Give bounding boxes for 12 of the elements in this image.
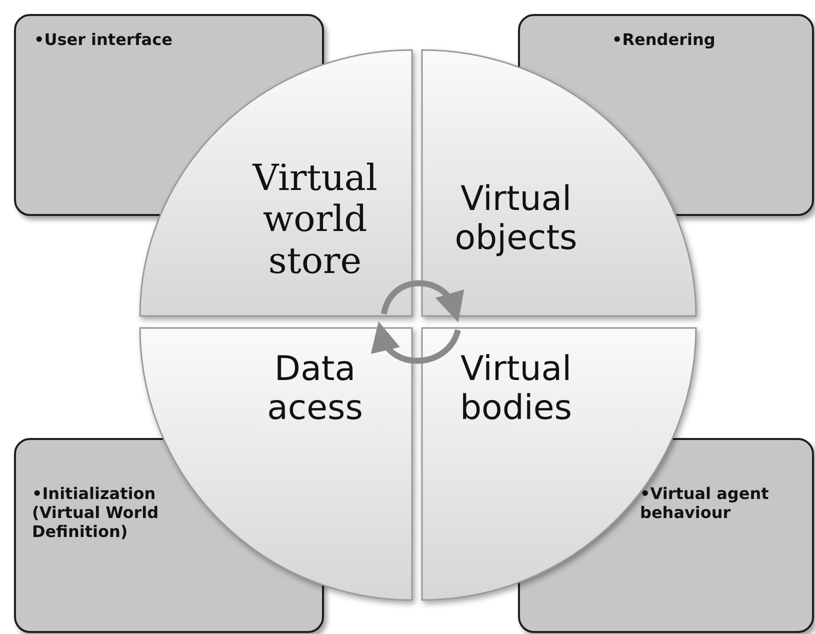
bullet-text: •Virtual agent behaviour bbox=[640, 484, 770, 522]
quarter-circle-segment bbox=[140, 50, 412, 316]
segment-label: Virtual world store bbox=[251, 158, 378, 282]
quarter-circle-segment bbox=[422, 50, 696, 316]
segment-label: Data acess bbox=[266, 350, 364, 428]
segment-label: Virtual bodies bbox=[458, 350, 574, 428]
curved-arrow bbox=[381, 280, 462, 322]
segment-label: Virtual objects bbox=[454, 180, 578, 258]
bullet-text: •User interface bbox=[34, 30, 174, 50]
bullet-text: •Initialization (Virtual World Definition) bbox=[32, 484, 160, 542]
bullet-text: •Rendering bbox=[612, 30, 716, 50]
curved-arrow bbox=[373, 322, 461, 364]
